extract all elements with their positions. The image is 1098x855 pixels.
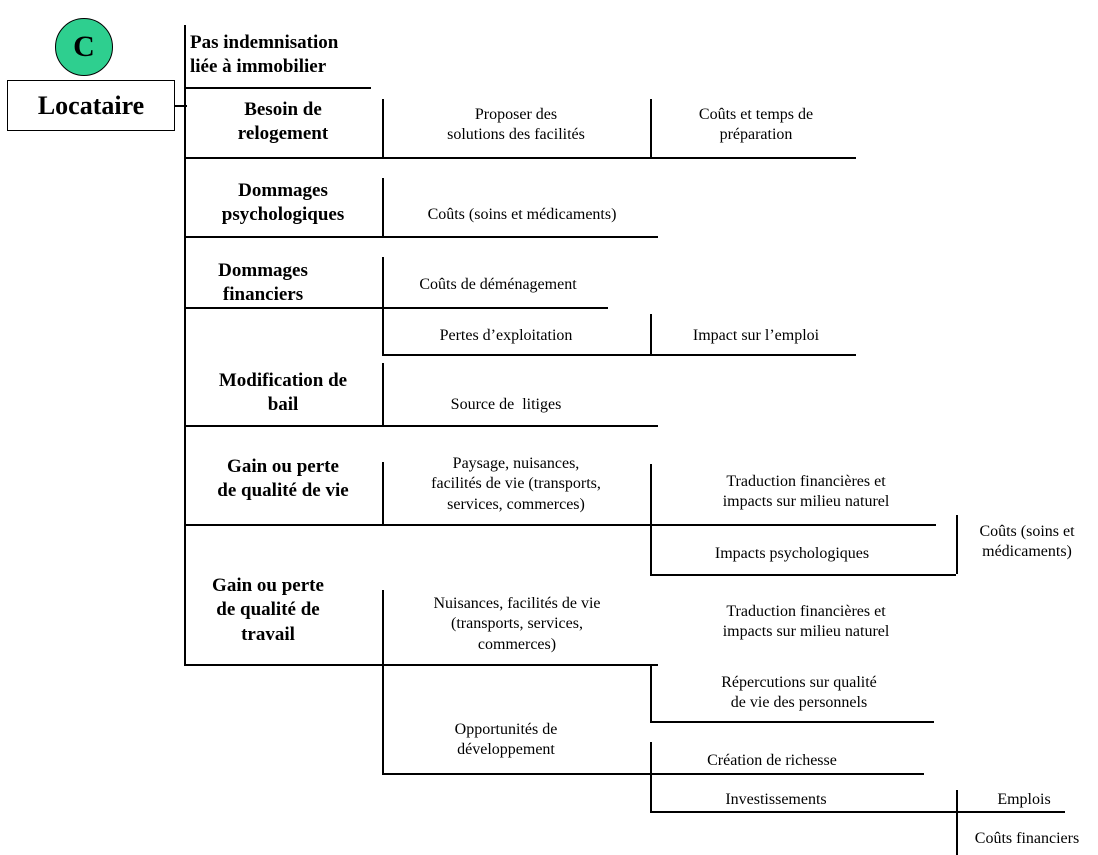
category-dommages-psychologiques: Dommages psychologiques xyxy=(221,180,345,226)
level2-vertical-line xyxy=(382,178,384,236)
item-impacts-psychologiques: Impacts psychologiques xyxy=(714,545,870,562)
level3-vertical-line xyxy=(650,742,652,812)
category-besoin-relogement: Besoin de relogement xyxy=(237,99,329,145)
item-repercutions: Répercutions sur qualité de vie des pers… xyxy=(721,674,877,712)
divider-line xyxy=(382,773,658,775)
item-source-litiges: Source de litiges xyxy=(450,396,562,413)
level2-vertical-line xyxy=(382,257,384,307)
divider-line xyxy=(650,574,956,576)
divider-line xyxy=(650,811,1065,813)
level2-vertical-line xyxy=(382,462,384,524)
item-couts-financiers: Coûts financiers xyxy=(974,830,1080,847)
item-couts-soins-medicaments: Coûts (soins et médicaments) xyxy=(979,523,1075,561)
category-pas-indemnisation: Pas indemnisation liée à immobilier xyxy=(190,32,339,78)
level3-vertical-line xyxy=(650,99,652,157)
category-qualite-travail: Gain ou perte de qualité de travail xyxy=(212,575,324,645)
item-nuisances-facilites: Nuisances, facilités de vie (transports,… xyxy=(433,595,601,653)
category-c-badge: C xyxy=(55,18,113,76)
level2-vertical-line xyxy=(382,363,384,425)
badge-letter: C xyxy=(73,30,95,63)
subject-label: Locataire xyxy=(37,90,145,120)
subject-box-locataire: Locataire xyxy=(7,80,175,131)
level3-vertical-line xyxy=(650,664,652,722)
divider-line xyxy=(650,773,924,775)
divider-line xyxy=(184,524,936,526)
divider-line xyxy=(184,425,658,427)
level4-vertical-line xyxy=(956,790,958,855)
main-vertical-line xyxy=(184,25,186,665)
divider-line xyxy=(184,307,608,309)
divider-line xyxy=(184,157,856,159)
item-traduction-financieres: Traduction financières et impacts sur mi… xyxy=(722,603,890,641)
category-qualite-vie: Gain ou perte de qualité de vie xyxy=(217,456,349,502)
item-impact-emploi: Impact sur l’emploi xyxy=(692,327,820,344)
connector-line xyxy=(175,105,187,107)
divider-line xyxy=(184,236,658,238)
divider-line xyxy=(382,354,856,356)
item-investissements: Investissements xyxy=(725,791,827,808)
item-emplois: Emplois xyxy=(997,791,1051,808)
level4-vertical-line xyxy=(956,515,958,574)
item-couts-demenagement: Coûts de déménagement xyxy=(419,276,577,293)
item-paysage-nuisances: Paysage, nuisances, facilités de vie (tr… xyxy=(431,455,601,513)
divider-line xyxy=(184,664,658,666)
divider-line xyxy=(184,87,371,89)
level3-vertical-line xyxy=(650,314,652,354)
category-modification-bail: Modification de bail xyxy=(218,370,348,416)
item-creation-richesse: Création de richesse xyxy=(707,752,837,769)
level2-vertical-line xyxy=(382,99,384,157)
level2-vertical-line xyxy=(382,590,384,664)
item-opportunites: Opportunités de développement xyxy=(454,721,558,759)
item-traduction-financieres: Traduction financières et impacts sur mi… xyxy=(722,473,890,511)
item-couts-temps-preparation: Coûts et temps de préparation xyxy=(698,106,814,144)
divider-line xyxy=(650,721,934,723)
level3-vertical-line xyxy=(650,464,652,575)
level2-vertical-line xyxy=(382,307,384,355)
level2-vertical-line xyxy=(382,664,384,774)
item-pertes-exploitation: Pertes d’exploitation xyxy=(439,327,573,344)
item-proposer-solutions: Proposer des solutions des facilités xyxy=(447,106,585,144)
item-couts-soins: Coûts (soins et médicaments) xyxy=(427,206,617,223)
category-dommages-financiers: Dommages financiers xyxy=(218,260,308,306)
